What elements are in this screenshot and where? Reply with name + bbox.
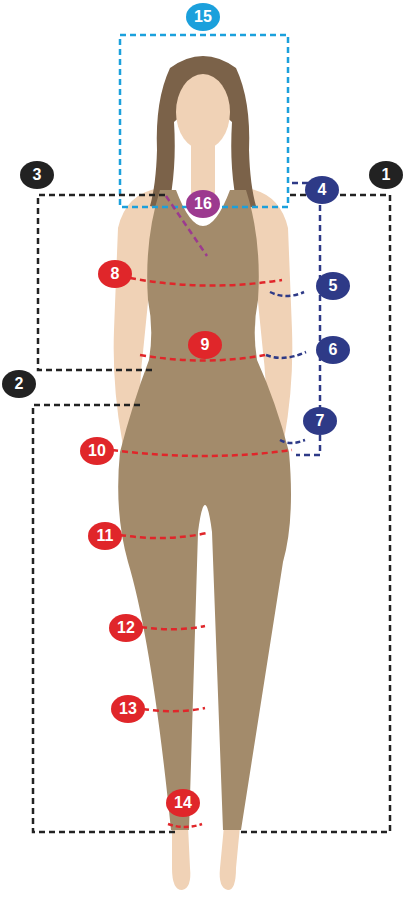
hair: [150, 56, 256, 210]
callout-number: 15: [186, 3, 220, 31]
elbow-band: [266, 352, 306, 358]
right-foot: [220, 826, 240, 890]
callout-number: 4: [305, 176, 339, 204]
callout-number: 6: [316, 336, 350, 364]
callout-number: 10: [80, 437, 114, 465]
callout-number: 12: [109, 614, 143, 642]
callout-number: 8: [98, 260, 132, 288]
callout-number: 16: [186, 190, 220, 218]
callout-number: 2: [2, 370, 36, 398]
knee-line: [141, 626, 205, 629]
callout-number: 11: [88, 522, 122, 550]
upper-body-frame: [38, 195, 165, 370]
thigh-line: [120, 533, 207, 538]
ankle-line: [168, 824, 202, 827]
full-length-frame: [237, 195, 390, 832]
callout-number: 13: [111, 695, 145, 723]
callout-number: 9: [188, 331, 222, 359]
bust-line: [130, 278, 282, 286]
callout-number: 14: [166, 789, 200, 817]
hip-line: [112, 450, 292, 456]
bodysuit: [118, 190, 291, 830]
calf-line: [143, 708, 205, 711]
callout-number: 1: [369, 161, 403, 189]
upper-arm-band: [270, 292, 304, 296]
callout-number: 3: [20, 161, 54, 189]
callout-number: 7: [303, 407, 337, 435]
callout-number: 5: [316, 272, 350, 300]
head-frame: [120, 35, 288, 207]
left-foot: [172, 826, 190, 890]
lower-body-frame: [33, 405, 175, 832]
face: [176, 74, 230, 150]
wrist-band: [280, 440, 305, 443]
